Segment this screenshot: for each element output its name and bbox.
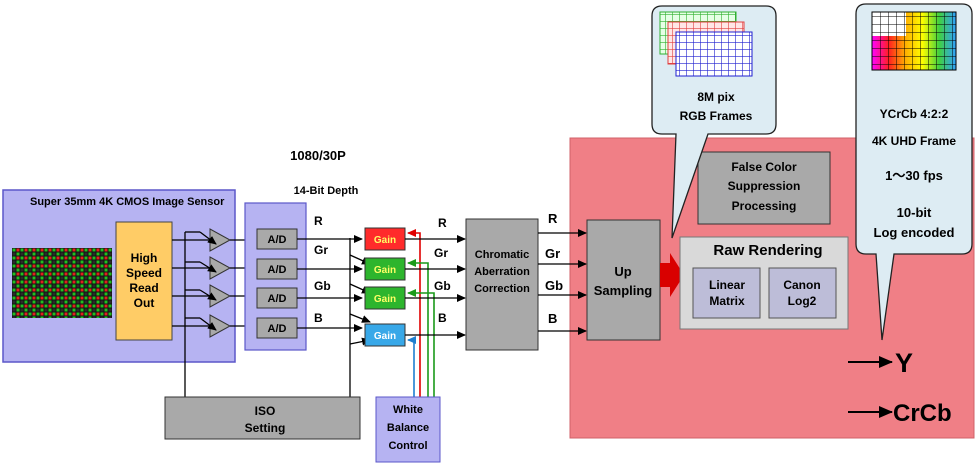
callout-rgb-label-2: RGB Frames (680, 109, 753, 123)
false-color-label-1: False Color (731, 160, 797, 174)
channel-b-label-2: B (438, 311, 447, 325)
chromatic-to-upsampling-arrows (538, 229, 587, 335)
readout-block (115, 221, 173, 341)
sensor-title: Super 35mm 4K CMOS Image Sensor (30, 196, 225, 208)
bayer-pixel-array (12, 248, 112, 318)
readout-connectors (172, 239, 210, 327)
channel-b-label-1: B (314, 311, 323, 325)
output-y-label: Y (895, 348, 913, 378)
false-color-block (697, 151, 831, 225)
gain-boxes: Gain Gain Gain Gain (364, 227, 406, 347)
iso-label-1: ISO (255, 404, 276, 418)
canon-log2-label-1: Canon (783, 278, 820, 292)
wb-label-2: Balance (387, 422, 429, 434)
linear-matrix-block (692, 267, 761, 319)
false-color-label-3: Processing (732, 199, 797, 213)
channel-b-label-3: B (548, 311, 557, 326)
chromatic-label-1: Chromatic (475, 249, 529, 261)
readout-label-4: Out (134, 296, 155, 310)
gain-label-gr: Gain (374, 265, 396, 276)
readout-label-1: High (131, 251, 158, 265)
canon-log2-label-2: Log2 (788, 294, 817, 308)
white-balance-wiring (407, 229, 435, 398)
iso-setting-block (164, 396, 361, 440)
upsampling-label-1: Up (614, 264, 631, 279)
chromatic-correction-block (465, 218, 539, 351)
rgb-frame-blue-icon (675, 31, 753, 77)
canon-log2-block (768, 267, 837, 319)
channel-r-label-2: R (438, 216, 447, 230)
gain-to-chromatic-arrows (405, 235, 466, 339)
callout-ycrcb-label-2: 4K UHD Frame (872, 134, 956, 148)
callout-ycrcb-label-4: 10-bit (897, 205, 932, 220)
adc-label-2: A/D (268, 264, 287, 276)
raw-rendering-title: Raw Rendering (713, 242, 822, 259)
bit-depth-label: 14-Bit Depth (294, 185, 359, 197)
iso-wiring (184, 231, 351, 398)
wb-label-1: White (393, 404, 423, 416)
iso-label-2: Setting (245, 421, 286, 435)
mode-label: 1080/30P (290, 148, 346, 163)
readout-label-3: Read (129, 281, 158, 295)
adc-label-1: A/D (268, 234, 287, 246)
channel-r-label-3: R (548, 211, 558, 226)
channel-r-label-1: R (314, 214, 323, 228)
chromatic-label-3: Correction (474, 283, 530, 295)
white-balance-block (375, 396, 441, 463)
chromatic-label-2: Aberration (474, 266, 530, 278)
linear-matrix-label-2: Matrix (709, 294, 745, 308)
gain-label-r: Gain (374, 235, 396, 246)
channel-gr-label-3: Gr (545, 246, 560, 261)
amplifiers (209, 228, 232, 338)
channel-gb-label-2: Gb (434, 279, 451, 293)
wb-label-3: Control (388, 440, 427, 452)
red-arrow-icon (660, 253, 684, 297)
callout-ycrcb-label-3: 1～30 fps (885, 168, 943, 183)
channel-gb-label-1: Gb (314, 279, 331, 293)
upsampling-label-2: Sampling (594, 283, 653, 298)
callout-ycrcb (855, 3, 973, 341)
adc-units: A/D A/D A/D A/D (256, 228, 298, 339)
linear-matrix-label-1: Linear (709, 278, 745, 292)
adc-label-4: A/D (268, 323, 287, 335)
channel-gb-label-3: Gb (545, 278, 563, 293)
gain-label-b: Gain (374, 331, 396, 342)
channel-gr-label-2: Gr (434, 246, 448, 260)
output-crcb-label: CrCb (893, 400, 952, 427)
callout-rgb-label-1: 8M pix (697, 90, 735, 104)
adc-to-gain-arrows (297, 235, 363, 332)
readout-label-2: Speed (126, 266, 162, 280)
adc-label-3: A/D (268, 293, 287, 305)
callout-ycrcb-label-1: YCrCb 4:2:2 (880, 107, 949, 121)
false-color-label-2: Suppression (728, 179, 801, 193)
callout-ycrcb-label-5: Log encoded (874, 225, 955, 240)
upsampling-block (586, 219, 661, 341)
channel-gr-label-1: Gr (314, 243, 328, 257)
gain-label-gb: Gain (374, 294, 396, 305)
